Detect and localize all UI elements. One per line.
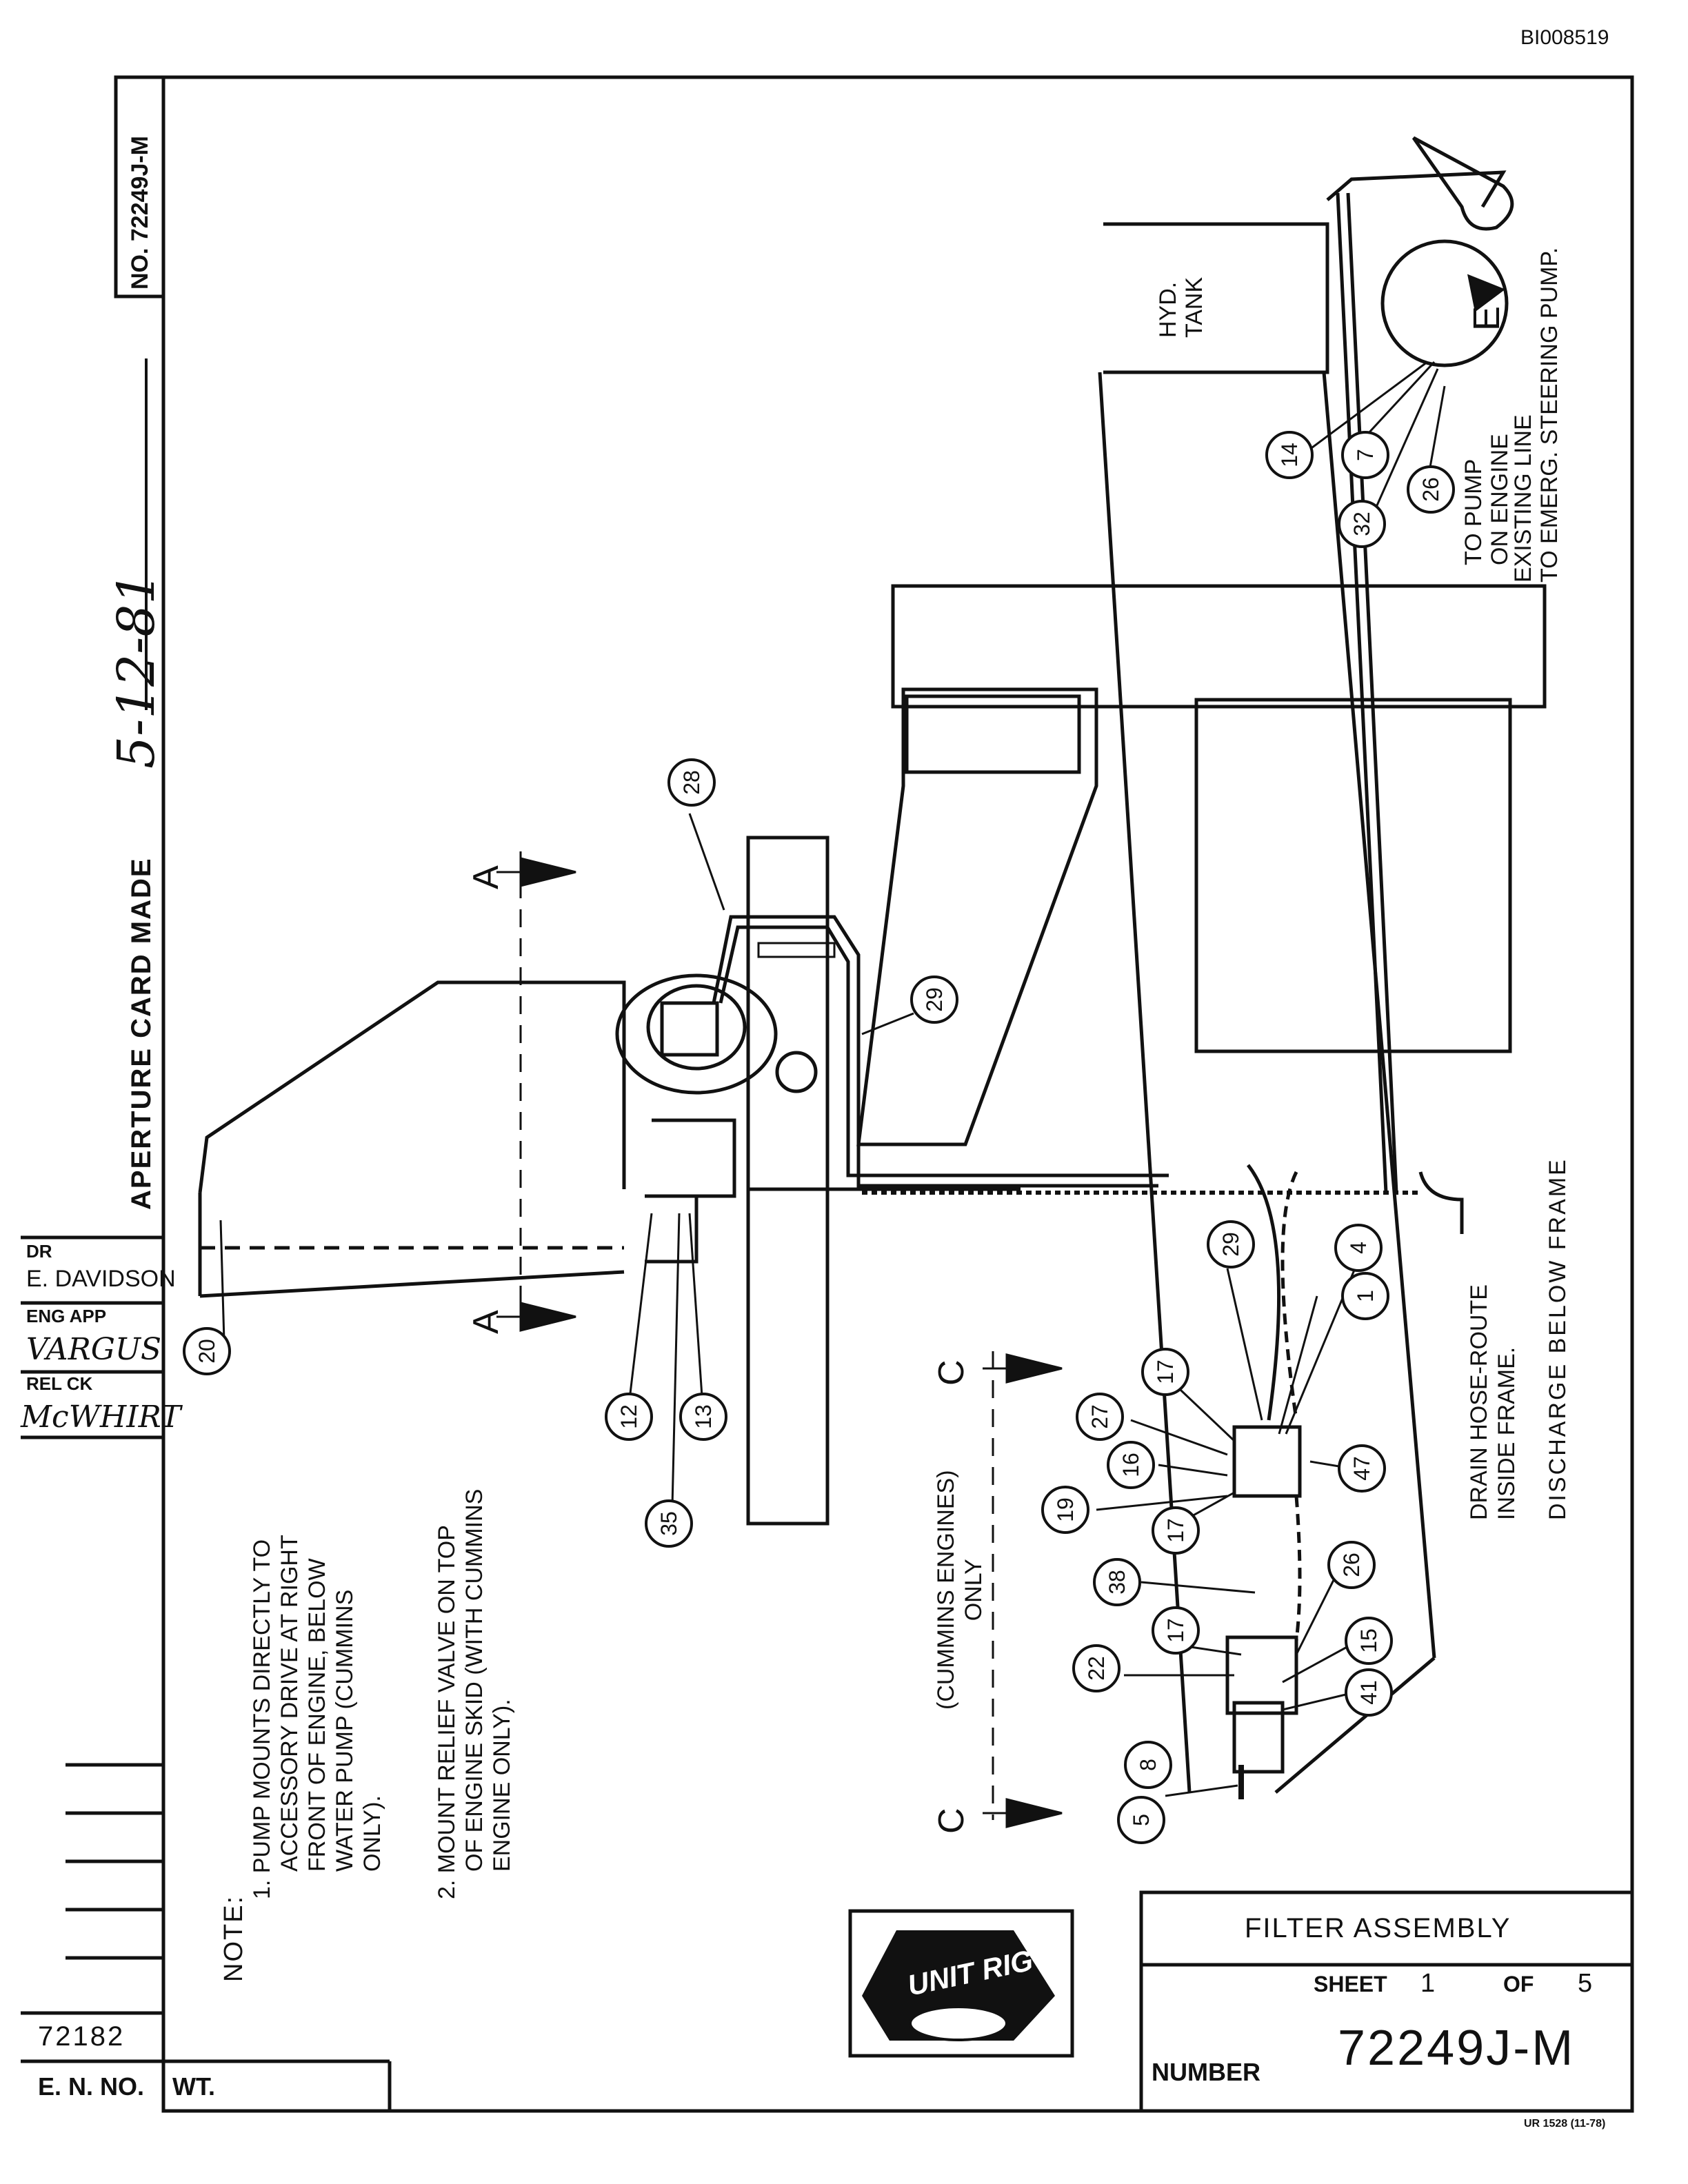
note-2-line: OF ENGINE SKID (WITH CUMMINS [461,1488,488,1872]
title-block [1139,1890,1634,2113]
section-c-top: C [932,1359,972,1386]
balloon-number: 26 [1339,1553,1364,1577]
weight-label: WT. [172,2072,215,2101]
sheet-label: SHEET [1314,1972,1387,1996]
note-1-line: ONLY). [359,1795,385,1872]
section-a-bottom: A [466,1310,506,1334]
to-pump-line: ON ENGINE [1487,434,1513,565]
cummins-label: (CUMMINS ENGINES) ONLY [932,1470,987,1710]
balloon-number: 17 [1153,1359,1178,1384]
drawing-number-vertical: NO. 72249J-M [127,136,153,290]
sheet-total: 5 [1578,1969,1593,1998]
aperture-card-label: APERTURE CARD MADE [126,857,157,1210]
note-2-line: 2. MOUNT RELIEF VALVE ON TOP [434,1525,460,1899]
rel-ck-label: REL CK [26,1373,93,1394]
note-1-line: FRONT OF ENGINE, BELOW [304,1558,330,1872]
eng-app-label: ENG APP [26,1306,107,1326]
drawing-number-box [114,75,165,299]
aperture-card-date: 5-12-81 [107,572,166,769]
existing-line-label: EXISTING LINE TO EMERG. STEERING PUMP. [1510,247,1563,583]
note-1-line: WATER PUMP (CUMMINS [332,1589,358,1872]
balloon-number: 16 [1118,1453,1143,1477]
number-label: NUMBER [1152,2058,1260,2086]
en-number-value: 72182 [38,2021,125,2052]
balloon-number: 22 [1084,1656,1109,1681]
balloon-number: 28 [679,770,704,795]
balloon-number: 38 [1105,1570,1129,1595]
discharge-label: DISCHARGE BELOW FRAME [1545,1157,1571,1520]
sheet-number: 1 [1420,1969,1436,1998]
section-a-top: A [466,865,506,889]
drain-hose-line: DRAIN HOSE-ROUTE [1466,1284,1492,1520]
hyd-tank-line: HYD. [1155,281,1181,338]
balloon-number: 12 [616,1404,641,1429]
to-pump-line: TO PUMP [1460,458,1487,565]
balloon-number: 5 [1129,1814,1154,1826]
cummins-line: ONLY [961,1559,987,1621]
balloon-number: 32 [1349,512,1374,536]
note-1-line: 1. PUMP MOUNTS DIRECTLY TO [249,1539,275,1899]
section-e: E [1466,305,1507,331]
balloon-number: 4 [1346,1242,1371,1254]
balloon-number: 13 [691,1404,716,1429]
hyd-tank-line: TANK [1181,276,1207,338]
balloon-number: 29 [1218,1232,1243,1257]
balloon-number: 8 [1136,1759,1160,1771]
note-2-line: ENGINE ONLY). [489,1699,515,1872]
balloon-number: 27 [1087,1404,1112,1429]
existing-line-line: TO EMERG. STEERING PUMP. [1536,247,1563,583]
eng-app-name: VARGUS [26,1332,162,1367]
balloon-number: 7 [1353,449,1378,461]
balloon-number: 41 [1356,1680,1381,1705]
existing-line-line: EXISTING LINE [1510,414,1536,583]
dr-label: DR [26,1241,52,1262]
balloon-number: 19 [1053,1497,1078,1522]
note-1: 1. PUMP MOUNTS DIRECTLY TO ACCESSORY DRI… [248,1535,386,1899]
of-label: OF [1503,1972,1534,1996]
drawing-number: 72249J-M [1338,2021,1576,2076]
hyd-tank-label: HYD. TANK [1155,277,1207,338]
form-code: UR 1528 (11-78) [1524,2118,1606,2130]
balloon-number: 35 [656,1511,681,1536]
balloon-number: 17 [1163,1518,1188,1543]
section-c-bottom: C [932,1808,972,1834]
notes-heading: NOTE: [219,1894,248,1982]
balloon-number: 29 [922,987,947,1012]
drain-hose-label: DRAIN HOSE-ROUTE INSIDE FRAME. [1465,1284,1520,1520]
balloon-number: 14 [1277,443,1302,467]
unit-rig-logo-mark [862,1930,1055,2041]
drawing-title: FILTER ASSEMBLY [1245,1913,1511,1943]
note-1-line: ACCESSORY DRIVE AT RIGHT [277,1535,303,1872]
en-number-label: E. N. NO. [38,2072,145,2101]
balloon-number: 26 [1418,477,1443,502]
document-id: BI008519 [1520,26,1609,49]
note-2: 2. MOUNT RELIEF VALVE ON TOP OF ENGINE S… [433,1489,516,1899]
balloon-number: 1 [1353,1290,1378,1302]
cummins-line: (CUMMINS ENGINES) [933,1470,959,1710]
rel-ck-name: McWHIRT [21,1399,181,1435]
dr-name: E. DAVIDSON [26,1266,176,1292]
balloon-number: 47 [1349,1456,1374,1481]
balloon-number: 15 [1356,1628,1381,1653]
balloon-number: 20 [194,1339,219,1364]
to-pump-label: TO PUMP ON ENGINE [1460,434,1513,565]
drain-hose-line: INSIDE FRAME. [1494,1346,1520,1520]
drawing-border [161,75,1634,2113]
balloon-number: 17 [1163,1618,1188,1643]
